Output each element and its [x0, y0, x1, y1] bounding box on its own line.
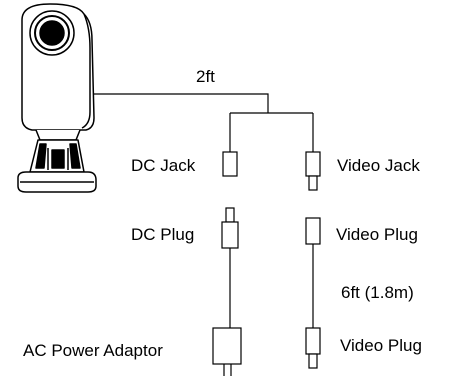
camera-body-contour [81, 13, 91, 129]
camera-cable-main [94, 93, 269, 113]
video-plug-bottom-label: Video Plug [340, 336, 422, 355]
cable-length-bottom-label: 6ft (1.8m) [341, 283, 414, 302]
dc-jack-body [222, 151, 238, 177]
video-jack-tip [308, 175, 318, 191]
video-plug-bottom-connector [305, 327, 321, 369]
video-jack-connector [305, 151, 321, 191]
camera-stand-rib-right [69, 143, 81, 169]
dc-jack-label: DC Jack [131, 156, 196, 175]
video-plug-top-body [305, 217, 321, 245]
cable-length-top-label: 2ft [196, 67, 215, 86]
dc-plug-connector [221, 207, 239, 249]
camera-stand-rib-left [35, 143, 47, 169]
ac-power-adaptor-label: AC Power Adaptor [23, 341, 163, 360]
camera-illustration [17, 3, 97, 193]
adaptor-body [212, 327, 242, 365]
video-plug-top-connector [305, 217, 321, 245]
camera-neck [35, 129, 81, 141]
camera-cable [94, 93, 314, 152]
video-plug-bottom-body [305, 327, 321, 355]
camera-lens-inner [39, 20, 65, 46]
dc-plug-tip [225, 207, 235, 223]
video-plug-bottom-tip [308, 353, 318, 369]
video-jack-label: Video Jack [337, 156, 420, 175]
dc-jack-connector [222, 151, 238, 177]
ac-power-adaptor-illustration [212, 327, 242, 376]
video-jack-body [305, 151, 321, 177]
dc-plug-label: DC Plug [131, 225, 194, 244]
video-plug-top-label: Video Plug [336, 225, 418, 244]
camera-stand-slot [51, 149, 65, 169]
dc-plug-body [221, 221, 239, 249]
